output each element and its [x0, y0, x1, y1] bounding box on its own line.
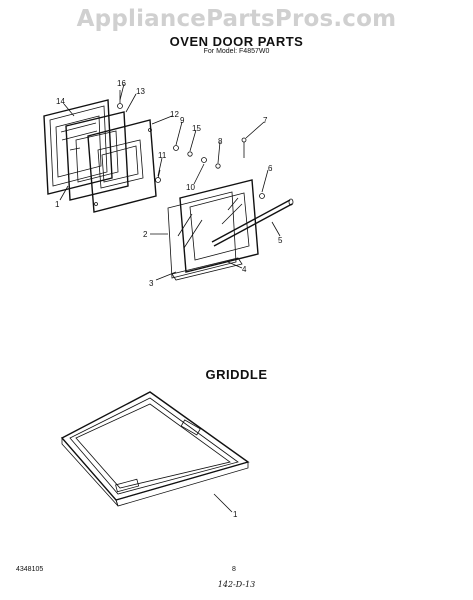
callout-13: 13	[136, 87, 145, 96]
page-number: 8	[232, 566, 236, 573]
leader-lines	[59, 83, 281, 281]
griddle-callout-1: 1	[233, 510, 238, 519]
callout-4: 4	[242, 265, 247, 274]
callout-2: 2	[143, 230, 148, 239]
door-back-panel-part[interactable]	[87, 119, 157, 213]
callout-9: 9	[180, 116, 185, 125]
model-subtitle: For Model: F4857W0	[203, 48, 270, 55]
callout-15: 15	[192, 124, 201, 133]
callout-7: 7	[263, 116, 268, 125]
callout-3: 3	[149, 279, 154, 288]
fasteners[interactable]	[117, 90, 265, 199]
callout-8: 8	[218, 137, 223, 146]
griddle-drawing[interactable]: 1	[60, 391, 250, 519]
griddle-title: GRIDDLE	[205, 367, 268, 382]
handwritten-note: 142-D-13	[217, 580, 256, 589]
callout-12: 12	[170, 110, 179, 119]
door-handle-part[interactable]	[211, 198, 294, 247]
document-number: 4348105	[16, 566, 44, 573]
callout-14: 14	[56, 97, 65, 106]
door-glass-part[interactable]	[167, 191, 237, 279]
callout-11: 11	[158, 151, 167, 160]
callout-16: 16	[117, 79, 126, 88]
callout-10: 10	[186, 183, 195, 192]
oven-door-exploded-view: 16 13 14 12 9 15 8 7 11 1 10 6 2 5 3 4	[43, 79, 294, 288]
callout-5: 5	[278, 236, 283, 245]
outer-door-frame-part[interactable]	[171, 179, 259, 281]
door-inner-panel-part[interactable]	[65, 111, 129, 201]
door-liner-part[interactable]	[43, 99, 113, 195]
page-title: OVEN DOOR PARTS	[169, 34, 304, 49]
callout-6: 6	[268, 164, 273, 173]
watermark-logo: AppliancePartsPros.com	[76, 6, 397, 32]
callout-1: 1	[55, 200, 60, 209]
